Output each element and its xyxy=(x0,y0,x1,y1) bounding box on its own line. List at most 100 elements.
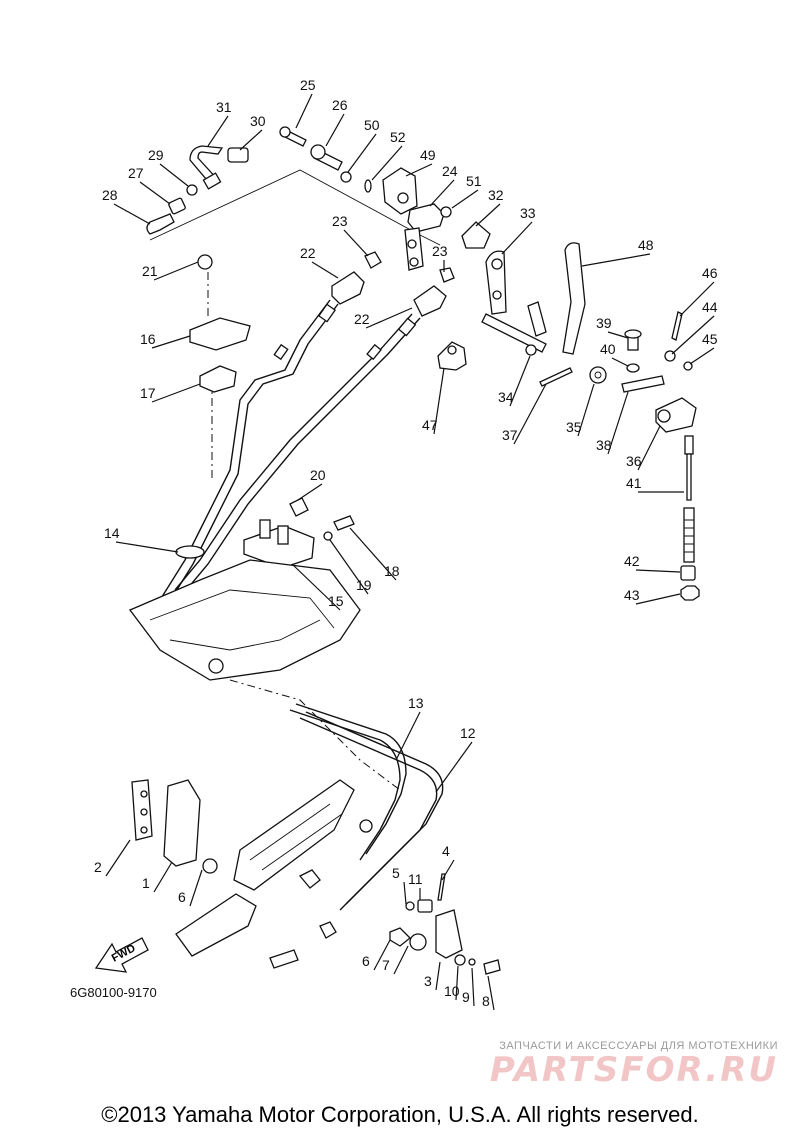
callout-leader xyxy=(635,569,681,573)
callout-29: 29 xyxy=(148,147,164,163)
callout-leader xyxy=(153,861,173,893)
callout-51: 51 xyxy=(466,173,482,189)
callout-6: 6 xyxy=(178,889,186,905)
callout-leader xyxy=(487,975,495,1011)
callout-leader xyxy=(671,315,715,355)
callout-leader xyxy=(429,179,455,207)
callout-33: 33 xyxy=(520,205,536,221)
callout-leader xyxy=(635,593,681,605)
callout-22: 22 xyxy=(300,245,316,261)
callout-19: 19 xyxy=(356,577,372,593)
callout-leader xyxy=(501,221,533,255)
callout-leader xyxy=(371,145,403,181)
callout-leader xyxy=(239,129,263,151)
callout-leader xyxy=(113,203,151,225)
callout-43: 43 xyxy=(624,587,640,603)
callout-leader xyxy=(325,113,345,147)
callout-6: 6 xyxy=(362,953,370,969)
callout-leader xyxy=(435,961,441,991)
callout-leader xyxy=(475,203,501,227)
callout-35: 35 xyxy=(566,419,582,435)
callout-leader xyxy=(395,711,421,761)
callout-25: 25 xyxy=(300,77,316,93)
callout-leader xyxy=(679,281,715,317)
callout-18: 18 xyxy=(384,563,400,579)
callout-leader xyxy=(637,425,661,471)
callout-47: 47 xyxy=(422,417,438,433)
watermark-tagline: ЗАПЧАСТИ И АКСЕССУАРЫ ДЛЯ МОТОТЕХНИКИ xyxy=(499,1040,778,1052)
callout-38: 38 xyxy=(596,437,612,453)
callout-leader xyxy=(509,355,531,407)
callout-leader xyxy=(343,229,369,257)
callout-leader xyxy=(153,261,199,281)
callout-24: 24 xyxy=(442,163,458,179)
callout-4: 4 xyxy=(442,843,450,859)
callout-41: 41 xyxy=(626,475,642,491)
callout-23: 23 xyxy=(432,243,448,259)
callout-37: 37 xyxy=(502,427,518,443)
callout-leader xyxy=(607,331,629,339)
site-watermark: ЗАПЧАСТИ И АКСЕССУАРЫ ДЛЯ МОТОТЕХНИКИ PA… xyxy=(490,1040,778,1090)
callout-40: 40 xyxy=(600,341,616,357)
callout-49: 49 xyxy=(420,147,436,163)
callout-20: 20 xyxy=(310,467,326,483)
callout-leader xyxy=(513,383,547,445)
fwd-arrow-icon: FWD xyxy=(94,937,149,973)
callout-leader xyxy=(311,261,339,279)
callout-5: 5 xyxy=(392,865,400,881)
callout-leader xyxy=(689,347,715,365)
callout-9: 9 xyxy=(462,989,470,1005)
callout-leader xyxy=(347,133,377,173)
callout-10: 10 xyxy=(444,983,460,999)
callout-leader xyxy=(403,881,407,905)
callout-11: 11 xyxy=(408,871,423,887)
callout-52: 52 xyxy=(390,129,406,145)
callout-leader xyxy=(373,939,391,971)
callout-leader xyxy=(115,541,179,553)
callout-leader xyxy=(577,383,595,437)
callout-1: 1 xyxy=(142,875,150,891)
callout-8: 8 xyxy=(482,993,490,1009)
callout-leader xyxy=(365,307,413,329)
copyright-notice: ©2013 Yamaha Motor Corporation, U.S.A. A… xyxy=(101,1102,699,1127)
callout-leader xyxy=(329,539,369,595)
callout-31: 31 xyxy=(216,99,232,115)
callout-leader xyxy=(159,163,189,187)
callout-leader xyxy=(105,839,131,877)
callout-leader xyxy=(451,189,479,209)
callout-15: 15 xyxy=(328,593,344,609)
callout-leader xyxy=(151,383,201,403)
callout-21: 21 xyxy=(142,263,158,279)
callout-leader xyxy=(405,163,433,177)
drawing-code: 6G80100-9170 xyxy=(70,985,157,1000)
callout-leader xyxy=(611,357,629,367)
callout-leader xyxy=(295,93,313,129)
callout-36: 36 xyxy=(626,453,642,469)
callout-26: 26 xyxy=(332,97,348,113)
callout-30: 30 xyxy=(250,113,266,129)
callout-27: 27 xyxy=(128,165,144,181)
callout-12: 12 xyxy=(460,725,476,741)
callout-16: 16 xyxy=(140,331,156,347)
callout-leader xyxy=(207,115,229,147)
callout-leader xyxy=(151,335,191,349)
watermark-logo: PARTSFOR.RU xyxy=(489,1050,778,1090)
callout-28: 28 xyxy=(102,187,118,203)
callout-34: 34 xyxy=(498,389,514,405)
callout-3: 3 xyxy=(424,973,432,989)
callout-leader xyxy=(393,945,409,975)
callout-leader xyxy=(297,483,323,501)
callout-7: 7 xyxy=(382,957,390,973)
callout-46: 46 xyxy=(702,265,718,281)
callout-45: 45 xyxy=(702,331,718,347)
callout-50: 50 xyxy=(364,117,380,133)
callout-leader xyxy=(139,181,171,205)
callout-leader xyxy=(189,869,203,907)
callout-leader xyxy=(455,965,459,1001)
callout-leader xyxy=(581,253,651,267)
callout-23: 23 xyxy=(332,213,348,229)
callout-leader xyxy=(435,741,473,793)
callout-14: 14 xyxy=(104,525,120,541)
